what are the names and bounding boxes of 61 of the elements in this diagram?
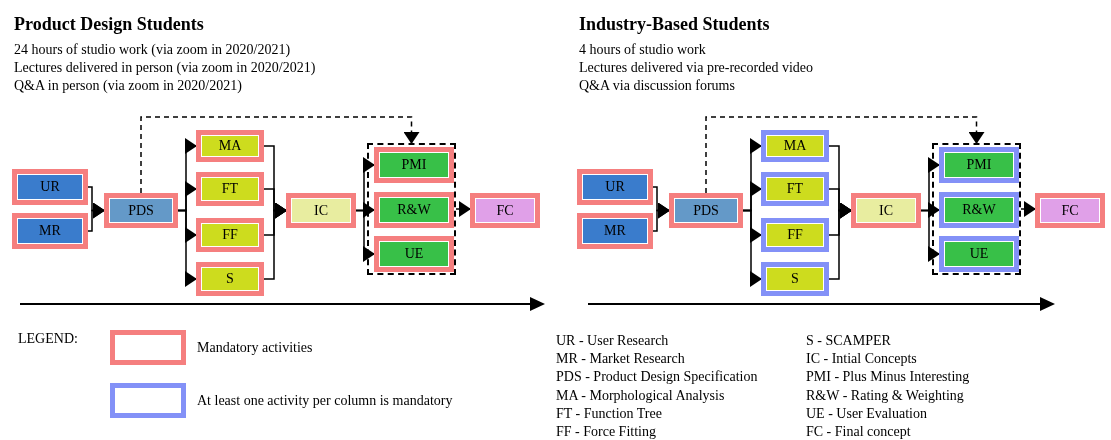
description-text: 4 hours of studio work [579, 41, 706, 59]
dashed-arrow [140, 116, 420, 194]
abbreviation-text: MR - Market Research [556, 350, 685, 368]
process-box: S [196, 262, 264, 296]
abbreviation-text: S - SCAMPER [806, 332, 891, 350]
process-box: R&W [374, 192, 454, 228]
process-box: UE [939, 236, 1019, 272]
abbreviation-text: MA - Morphological Analysis [556, 386, 725, 405]
arrow [920, 209, 940, 262]
abbreviation-text: UE - User Evaluation [806, 404, 927, 423]
dashed-group-box [367, 143, 456, 275]
abbreviation-text: R&W - Rating & Weighting [806, 386, 964, 405]
process-box: IC [286, 193, 356, 228]
arrow [828, 202, 852, 280]
process-box: PDS [104, 193, 178, 228]
process-box: UR [12, 169, 88, 205]
arrow [652, 202, 670, 232]
process-box: IC [851, 193, 921, 228]
dashed-arrow [705, 116, 985, 194]
legend-text: Mandatory activities [197, 339, 313, 357]
abbreviation-text: FT - Function Tree [556, 404, 662, 423]
abbreviation-text: PMI - Plus Minus Interesting [806, 368, 970, 386]
arrow [455, 201, 471, 217]
arrow [87, 202, 105, 232]
panel-heading: Product Design Students [14, 13, 204, 36]
abbreviation-text: IC - Intial Concepts [806, 350, 917, 368]
process-box: FC [470, 193, 540, 228]
description-text: Q&A in person (via zoom in 2020/2021) [14, 77, 242, 95]
process-box: PMI [939, 147, 1019, 183]
process-box: R&W [939, 192, 1019, 228]
description-text: Lectures delivered in person (via zoom in 2020/2021) [14, 59, 316, 77]
abbreviation-text: FF - Force Fitting [556, 423, 656, 440]
panel-heading: Industry-Based Students [579, 13, 770, 36]
arrow [742, 209, 762, 287]
process-box: S [761, 262, 829, 296]
arrow [1020, 201, 1036, 217]
process-box: MA [761, 130, 829, 162]
process-box: FF [196, 218, 264, 252]
arrow [263, 202, 287, 280]
process-box: FT [761, 172, 829, 206]
process-box: PMI [374, 147, 454, 183]
process-box: PDS [669, 193, 743, 228]
process-box: MA [196, 130, 264, 162]
process-box: UE [374, 236, 454, 272]
process-box: MR [12, 213, 88, 249]
description-text: 24 hours of studio work (via zoom in 2020/2021) [14, 41, 291, 59]
description-text: Q&A via discussion forums [579, 77, 735, 95]
abbreviation-text: UR - User Research [556, 332, 669, 350]
legend-text: At least one activity per column is mandatory [197, 392, 453, 410]
process-box: UR [577, 169, 653, 205]
process-box: MR [577, 213, 653, 249]
arrow [355, 209, 375, 262]
process-box: FT [196, 172, 264, 206]
process-box: FF [761, 218, 829, 252]
process-box: FC [1035, 193, 1105, 228]
arrow [177, 209, 197, 287]
abbreviation-text: PDS - Product Design Specification [556, 368, 758, 386]
abbreviation-text: FC - Final concept [806, 423, 911, 440]
legend-heading: LEGEND: [18, 330, 78, 348]
dashed-group-box [932, 143, 1021, 275]
description-text: Lectures delivered via pre-recorded video [579, 59, 813, 77]
